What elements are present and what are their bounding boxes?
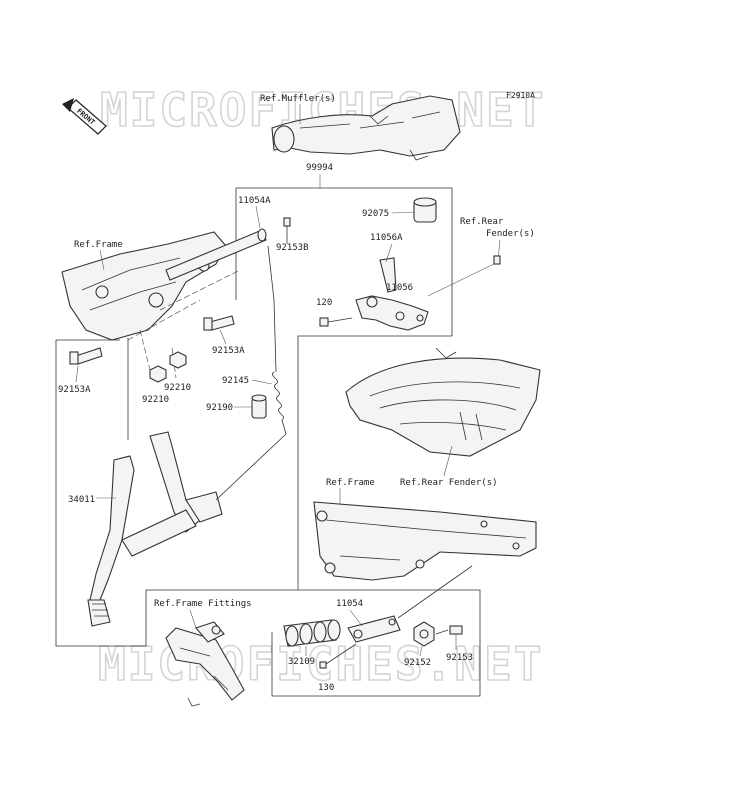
ref-rear-fender-label-b: Fender(s): [486, 229, 535, 239]
ref-frame-lower-label: Ref.Frame: [326, 478, 375, 488]
part-92075: 92075: [362, 209, 389, 219]
fender-bolt: [493, 255, 501, 265]
part-11056: 11056: [386, 283, 413, 293]
fittings-group-border: [145, 589, 481, 697]
part-11054: 11054: [336, 599, 363, 609]
link-rod: [397, 565, 473, 619]
damper-32109: [283, 619, 341, 647]
bolt-92153a-left: [69, 347, 103, 365]
bolt-92153: [435, 625, 463, 635]
muffler-drawing: [271, 95, 461, 161]
stand-group-border: [55, 338, 146, 647]
part-34011: 34011: [68, 495, 95, 505]
part-11054a: 11054A: [238, 196, 271, 206]
part-92153: 92153: [446, 653, 473, 663]
part-92153a-left: 92153A: [58, 385, 91, 395]
nut-92210-b: [169, 351, 187, 369]
part-99994: 99994: [306, 163, 333, 173]
ref-rear-fender-label-a: Ref.Rear: [460, 217, 504, 227]
stand-spring-link: [215, 433, 287, 501]
bolt-120: [319, 317, 353, 327]
part-92153a-right: 92153A: [212, 346, 245, 356]
part-92145: 92145: [222, 376, 249, 386]
spring-92145: [267, 245, 287, 435]
ref-frame-upper-label: Ref.Frame: [74, 240, 123, 250]
upper-frame-drawing: [61, 231, 227, 341]
part-11056a: 11056A: [370, 233, 403, 243]
assembly-lines-upper: [127, 269, 241, 379]
rear-fender-drawing: [345, 347, 541, 457]
part-32109: 32109: [288, 657, 315, 667]
bracket-11056: [355, 257, 429, 331]
lower-frame-drawing: [313, 501, 537, 581]
link-plate-11054: [347, 615, 401, 643]
footrest-bracket-drawing: [165, 621, 245, 707]
nut-92210-a: [149, 365, 167, 383]
part-92190: 92190: [206, 403, 233, 413]
part-120: 120: [316, 298, 332, 308]
part-130: 130: [318, 683, 334, 693]
part-92153b: 92153B: [276, 243, 309, 253]
rubber-bushing-92075: [413, 197, 437, 223]
shaft-11054a: [165, 217, 291, 281]
figure-code: F2910A: [506, 91, 535, 100]
collar-92190: [251, 394, 267, 419]
center-stand-34011: [87, 431, 223, 627]
part-92152: 92152: [404, 658, 431, 668]
ref-rear-fender-full-label: Ref.Rear Fender(s): [400, 478, 498, 488]
part-92210-a: 92210: [142, 395, 169, 405]
collar-92152: [413, 621, 435, 647]
ref-frame-fittings-label: Ref.Frame Fittings: [154, 599, 252, 609]
part-92210-b: 92210: [164, 383, 191, 393]
ref-muffler-label: Ref.Muffler(s): [260, 94, 336, 104]
bolt-92153a-right: [203, 315, 235, 331]
bolt-130: [319, 643, 357, 669]
